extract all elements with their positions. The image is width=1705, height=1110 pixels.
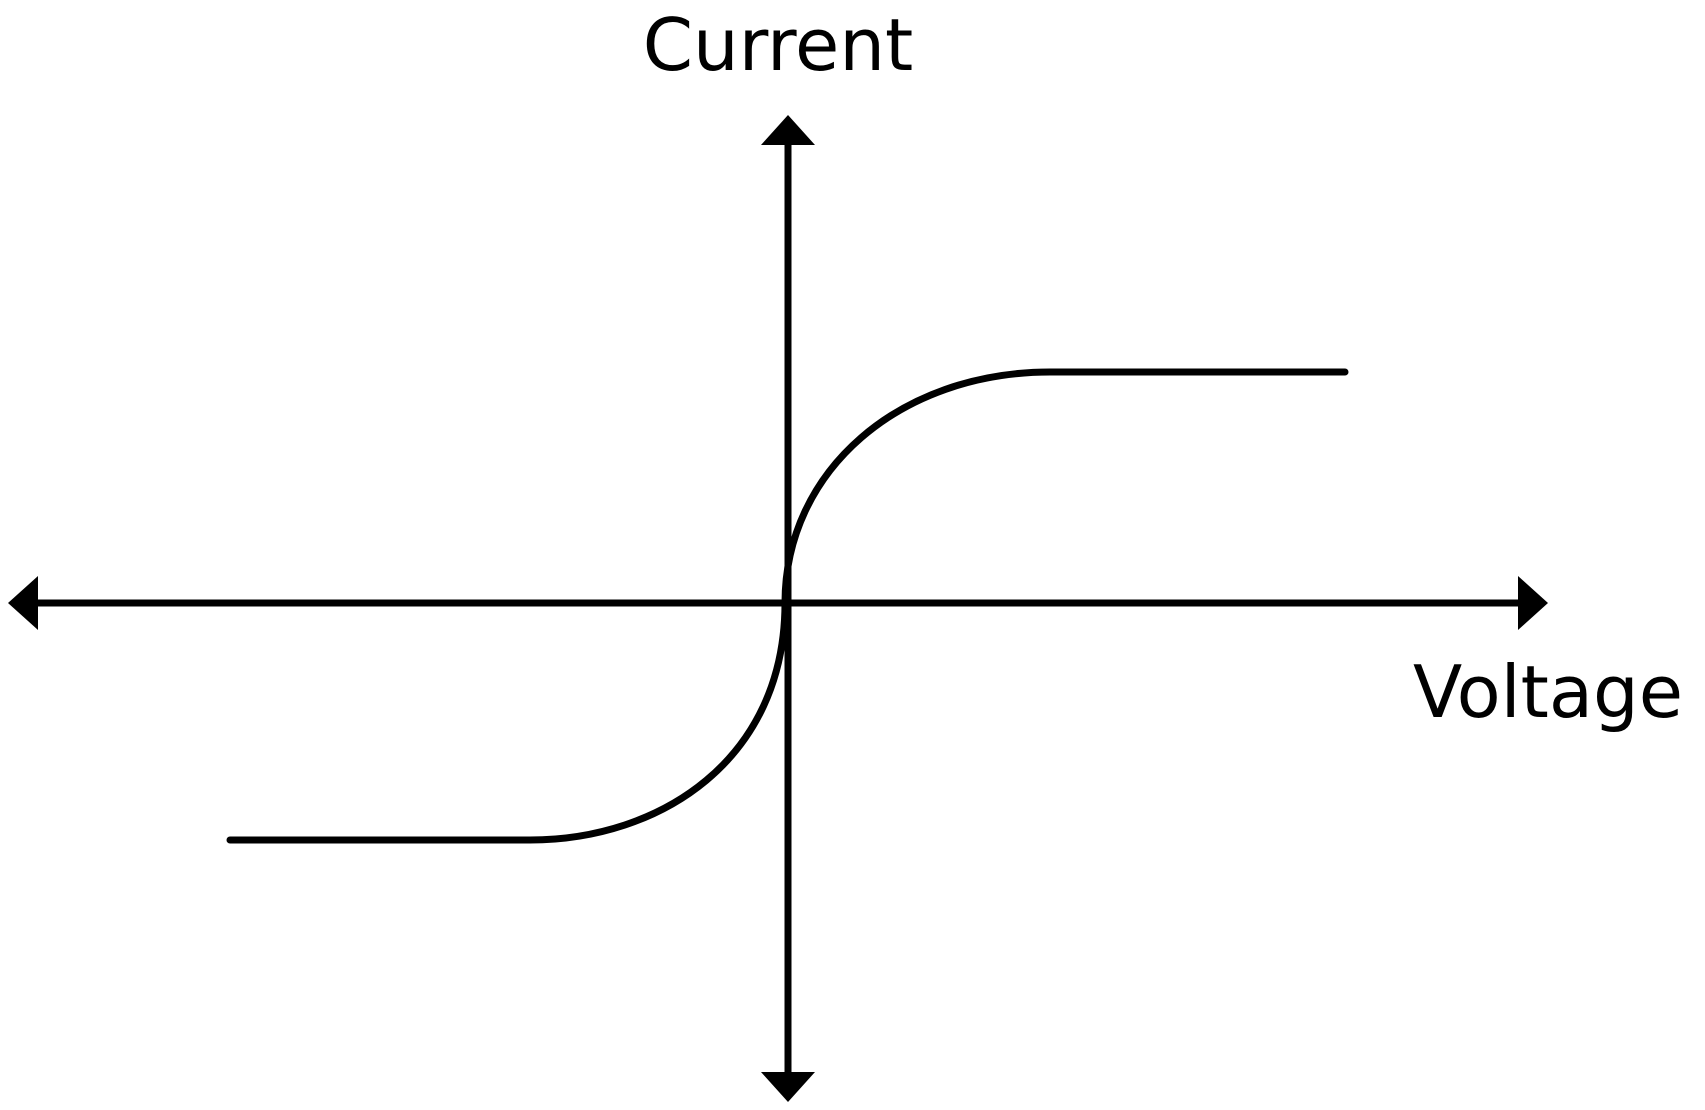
y-axis-bottom-arrow xyxy=(761,1072,815,1102)
y-axis-top-arrow xyxy=(761,115,815,145)
x-axis-right-arrow xyxy=(1518,576,1548,630)
x-axis xyxy=(8,576,1548,630)
x-axis-label: Voltage xyxy=(1413,650,1683,734)
iv-curve xyxy=(226,368,1349,844)
y-axis-label: Current xyxy=(643,3,913,87)
x-axis-left-arrow xyxy=(8,576,38,630)
